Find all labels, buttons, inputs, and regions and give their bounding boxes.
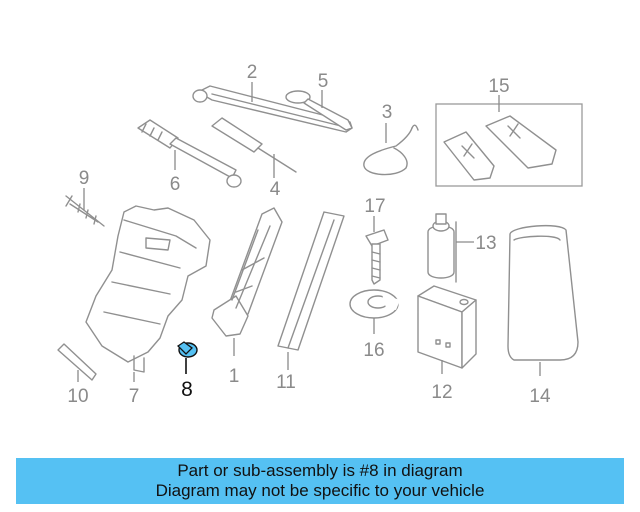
part-10-rod: 10	[57, 343, 97, 407]
banner-line-1: Part or sub-assembly is #8 in diagram	[177, 461, 463, 480]
label-7: 7	[129, 386, 140, 407]
part-14-cover: 14	[507, 225, 579, 407]
label-4: 4	[270, 179, 281, 200]
part-5-hook: 5	[285, 71, 353, 131]
part-13-bottle: 13	[427, 213, 497, 283]
label-5: 5	[318, 71, 329, 92]
label-17: 17	[364, 196, 385, 217]
part-17-bolt: 17	[364, 196, 389, 285]
label-14: 14	[529, 386, 551, 407]
part-4-screwdriver: 4	[211, 117, 297, 200]
part-16-washer: 16	[349, 289, 400, 361]
part-3-wire-hook: 3	[363, 102, 419, 176]
label-2: 2	[247, 62, 258, 83]
part-1-jack: 1	[211, 207, 283, 387]
label-10: 10	[67, 386, 88, 407]
part-9-clip: 9	[65, 168, 105, 227]
info-banner: Part or sub-assembly is #8 in diagram Di…	[16, 458, 624, 504]
label-16: 16	[363, 340, 384, 361]
parts-diagram: 2 5 3 15 6 4	[57, 62, 583, 407]
label-15: 15	[488, 76, 509, 97]
label-12: 12	[431, 382, 452, 403]
banner-line-2: Diagram may not be specific to your vehi…	[155, 481, 485, 500]
part-8-fastener: 8	[176, 341, 198, 401]
label-11: 11	[276, 372, 296, 393]
part-6-handle: 6	[137, 119, 242, 195]
label-8: 8	[181, 378, 193, 401]
part-7-tray: 7	[85, 205, 211, 407]
label-1: 1	[229, 366, 240, 387]
part-11-bar: 11	[276, 211, 345, 393]
part-12-box: 12	[417, 285, 477, 403]
part-15-wheel-chocks: 15	[435, 76, 583, 187]
part-2-lug-wrench: 2	[192, 62, 353, 133]
label-3: 3	[382, 102, 393, 123]
label-9: 9	[79, 168, 90, 189]
label-13: 13	[475, 233, 496, 254]
label-6: 6	[170, 174, 181, 195]
